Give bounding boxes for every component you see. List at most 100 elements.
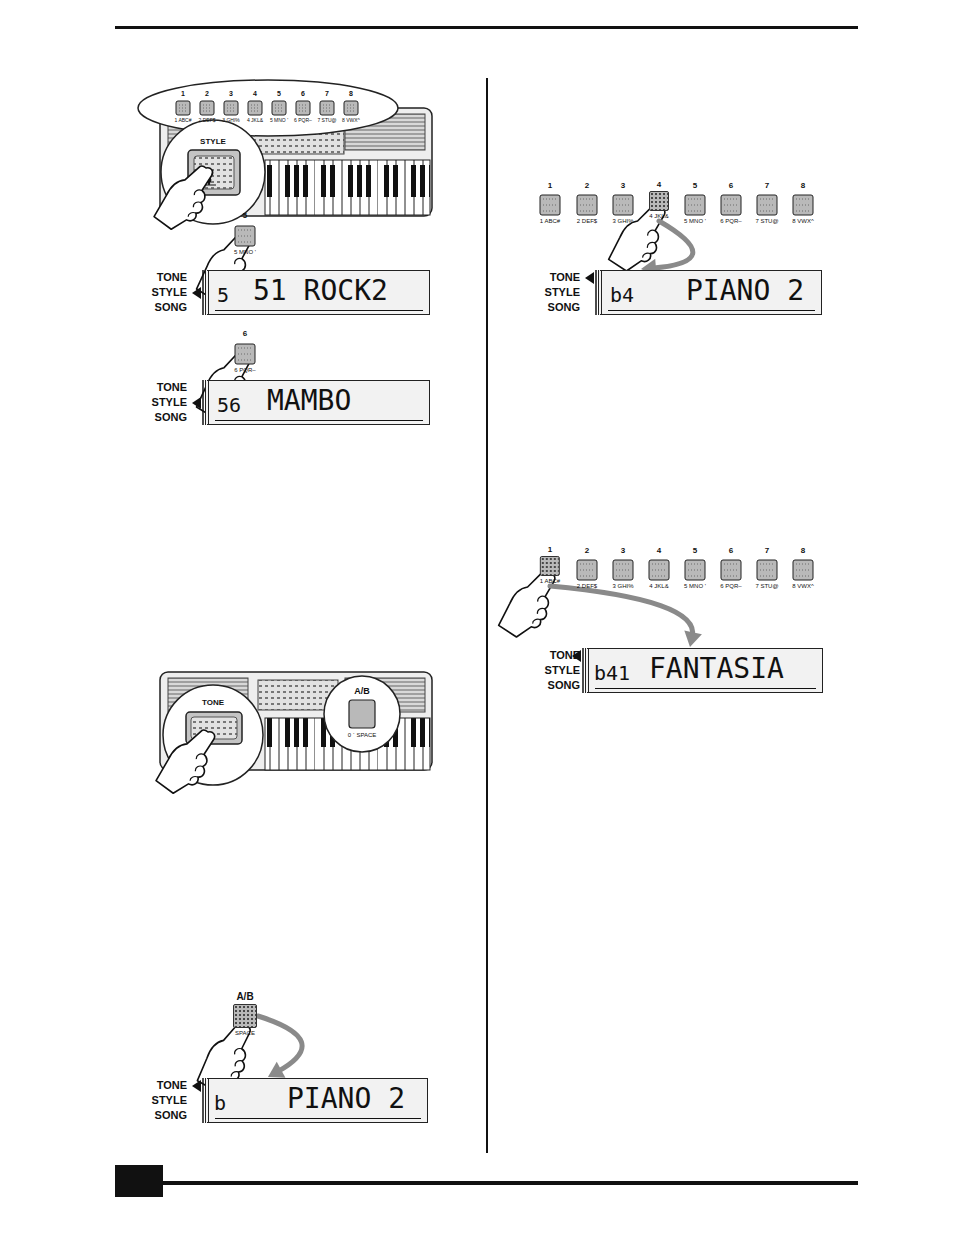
button-dots <box>580 205 594 206</box>
button-dots <box>724 570 738 571</box>
button-square <box>721 560 741 580</box>
button-dots <box>275 108 283 109</box>
button-square <box>233 1004 257 1028</box>
lcd-display: TONE STYLE SONG 5 51 ROCK2 <box>137 270 430 315</box>
lcd-number: 5 <box>217 285 229 305</box>
button-square <box>224 101 238 115</box>
lcd-display: TONE STYLE SONG56MAMBO <box>137 380 430 425</box>
button-dots <box>616 576 630 577</box>
lcd-display: TONE STYLE SONGb4PIANO 2 <box>530 270 822 315</box>
button-number: 7 <box>325 90 329 97</box>
button-dots <box>688 570 702 571</box>
button-label: 5 MNO ' <box>684 218 706 224</box>
lcd-underline <box>215 420 423 422</box>
button-dots <box>238 236 252 237</box>
button-label: 6 PQR– <box>720 218 741 224</box>
button-dots <box>760 199 774 200</box>
number-button: 11 ABC# <box>540 546 560 584</box>
button-label: 1 ABC# <box>175 118 192 123</box>
button-label: 6 PQR– <box>294 118 312 123</box>
button-number: 5 <box>693 547 697 555</box>
button-dots <box>796 199 810 200</box>
button-dots <box>616 211 630 212</box>
button-label: 2 DEF$ <box>577 583 597 589</box>
button-number: 4 <box>657 547 661 555</box>
button-dots <box>580 211 594 212</box>
button-label: 7 STU@ <box>317 118 336 123</box>
button-square <box>540 556 560 576</box>
button-dots <box>227 111 235 112</box>
button-label: 3 GHI% <box>612 583 633 589</box>
mode-indicator: TONE STYLE SONG <box>137 270 187 315</box>
button-dots <box>580 570 594 571</box>
button-dots <box>323 105 331 106</box>
lcd-number: b <box>214 1093 226 1113</box>
button-label: 4 JKL& <box>247 118 263 123</box>
button-number: STYLE <box>200 138 226 146</box>
mode-indicator: TONE STYLE SONG <box>530 648 580 693</box>
button-dots <box>251 105 259 106</box>
button-dots <box>179 111 187 112</box>
button-square <box>649 191 669 211</box>
button-number: 8 <box>801 182 805 190</box>
lcd-name: MAMBO <box>267 387 351 415</box>
number-buttons <box>176 101 813 580</box>
button-dots <box>760 205 774 206</box>
button-dots <box>179 105 187 106</box>
button-dots <box>688 576 702 577</box>
button-dots <box>616 564 630 565</box>
lcd-screen: bPIANO 2 <box>205 1078 428 1123</box>
button-square <box>577 560 597 580</box>
button-square <box>649 560 669 580</box>
button-dots <box>203 111 211 112</box>
button-dots <box>238 230 252 231</box>
mode-indicator: TONE STYLE SONG <box>137 1078 187 1123</box>
button-dots <box>275 105 283 106</box>
button-number: 8 <box>801 547 805 555</box>
lcd-underline <box>595 688 816 690</box>
button-dots <box>616 205 630 206</box>
drawing-rect <box>115 1165 163 1197</box>
lcd-screen: 56MAMBO <box>205 380 430 425</box>
button-square <box>296 101 310 115</box>
button-label: 1 ABC# <box>540 218 560 224</box>
button-square <box>757 560 777 580</box>
bracket <box>595 270 597 315</box>
button-square <box>320 101 334 115</box>
button-dots <box>724 199 738 200</box>
button-label: 4 JKL& <box>649 213 668 219</box>
button-dots <box>238 348 252 349</box>
button-dots <box>299 108 307 109</box>
button-dots <box>323 111 331 112</box>
button-dots <box>543 211 557 212</box>
drawing-rect <box>115 1181 858 1185</box>
button-dots <box>616 570 630 571</box>
button-label: 7 STU@ <box>755 218 778 224</box>
bracket <box>202 270 204 315</box>
lcd-underline <box>215 1118 421 1120</box>
button-dots <box>275 111 283 112</box>
bracket <box>202 1078 204 1123</box>
drawing-use <box>152 729 219 795</box>
connector-arrow <box>641 221 693 277</box>
triangle <box>585 272 594 284</box>
button-dots <box>179 108 187 109</box>
drawing-rect <box>486 78 488 1153</box>
keyboard-tone <box>152 672 432 795</box>
button-label: 5 MNO ' <box>234 249 256 255</box>
lcd-name: PIANO 2 <box>686 277 804 305</box>
lcd-number: b4 <box>610 285 634 305</box>
button-dots <box>724 576 738 577</box>
button-number: 2 <box>585 182 589 190</box>
button-number: 6 <box>729 182 733 190</box>
lcd-name: 51 ROCK2 <box>253 277 388 305</box>
button-number: 4 <box>253 90 257 97</box>
button-label: 2 DEF$ <box>577 218 597 224</box>
button-number: 1 <box>181 90 185 97</box>
button-number: 3 <box>229 90 233 97</box>
button-number: A/B <box>354 687 370 696</box>
button-dots <box>724 211 738 212</box>
button-dots <box>238 360 252 361</box>
